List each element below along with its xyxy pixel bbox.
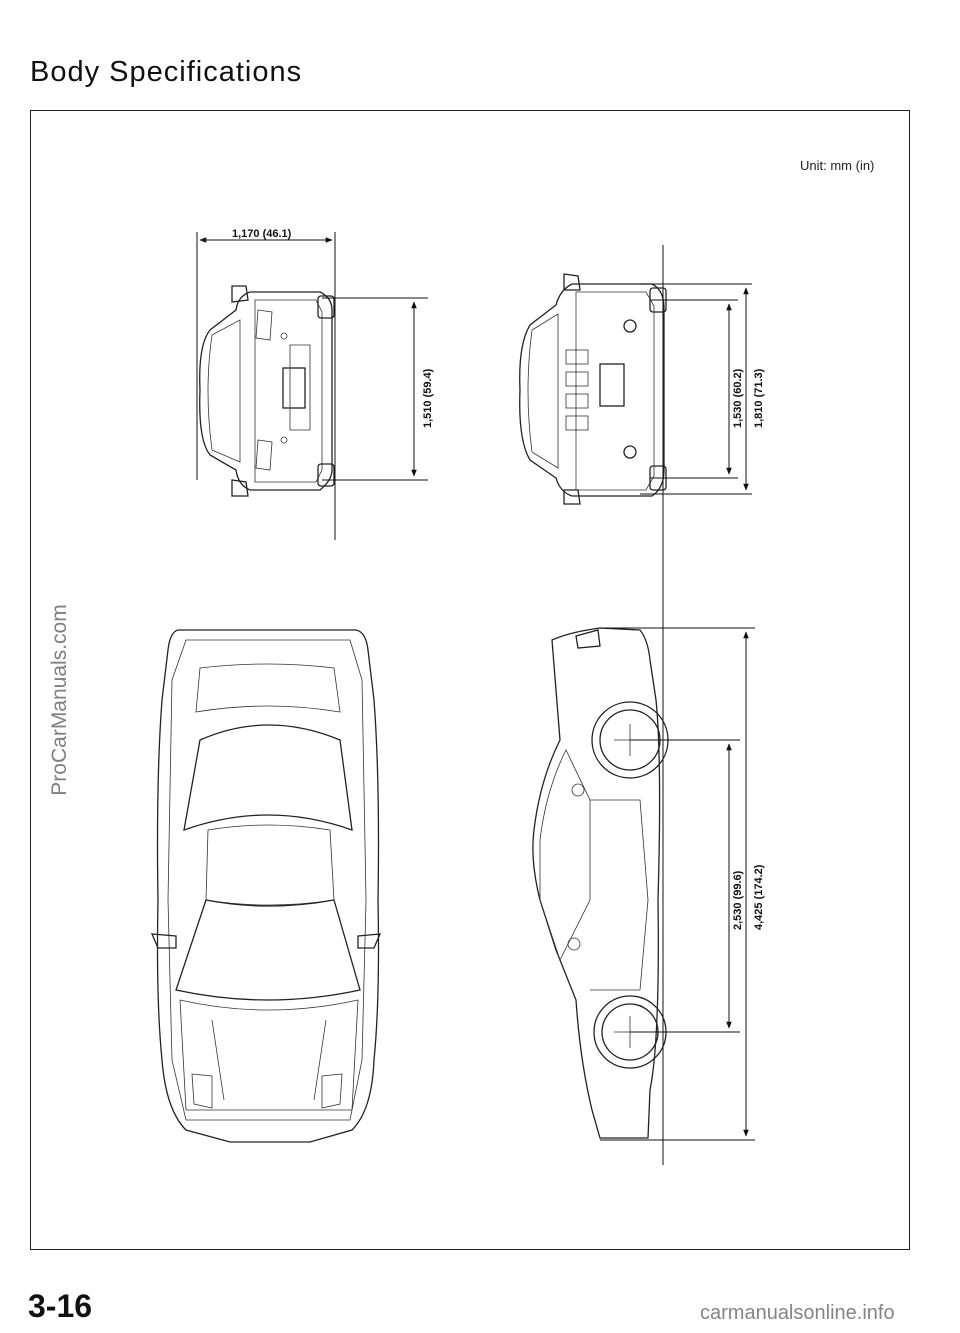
front-track-dimension <box>196 232 336 540</box>
watermark-procarmanuals: ProCarManuals.com <box>48 604 71 796</box>
height-label: 1,510 (59.4) <box>422 368 434 428</box>
page-number: 3-16 <box>28 1288 93 1324</box>
height-dimension <box>322 297 428 481</box>
width-label: 1,810 (71.3) <box>753 368 765 428</box>
watermark-carmanualsonline: carmanualsonline.info <box>700 1302 895 1324</box>
front-view-car <box>199 285 335 497</box>
rear-track-label: 1,530 (60.2) <box>732 368 744 428</box>
front-track-label: 1,170 (46.1) <box>232 228 292 240</box>
side-view-car <box>532 627 669 1139</box>
unit-label: Unit: mm (in) <box>800 158 875 173</box>
wheelbase-label: 2,530 (99.6) <box>732 870 744 930</box>
diagram-frame <box>30 110 910 1250</box>
page-title: Body Specifications <box>30 56 303 88</box>
length-label: 4,425 (174.2) <box>753 864 765 930</box>
rear-width-dimensions <box>640 283 752 495</box>
top-view-car <box>150 629 382 1143</box>
length-dimensions <box>600 627 755 1141</box>
rear-view-car <box>519 273 667 505</box>
